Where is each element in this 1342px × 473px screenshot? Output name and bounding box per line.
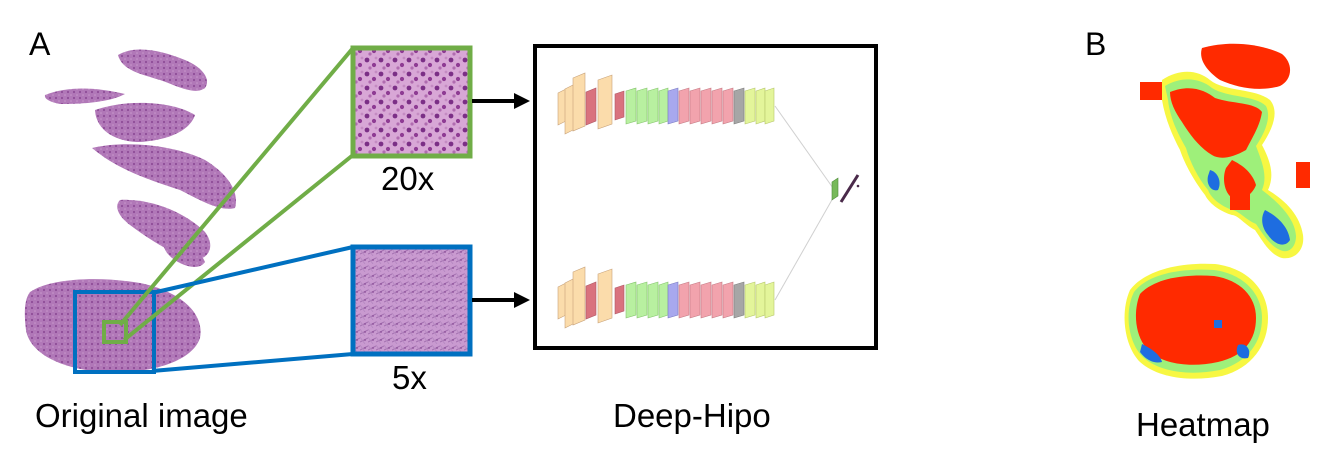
- slide-5x-region-box: [73, 290, 156, 374]
- network-branch-5x: [557, 266, 775, 329]
- zoom-5x-label: 5x: [392, 359, 427, 396]
- panel-a-letter: A: [29, 26, 51, 62]
- zoom-20x-line-bottom: [122, 153, 355, 342]
- output-node: [856, 184, 860, 188]
- panel-b-letter: B: [1085, 26, 1107, 62]
- merge-layer: [831, 177, 839, 201]
- deep-hipo-caption: Deep-Hipo: [613, 397, 771, 434]
- merge-line-bottom: [774, 197, 834, 301]
- zoom-20x-label: 20x: [381, 160, 435, 197]
- network-branch-20x: [557, 72, 775, 135]
- output-layer: [839, 174, 860, 203]
- heatmap-caption: Heatmap: [1136, 406, 1270, 443]
- slide-20x-region-box: [102, 320, 128, 344]
- patch-20x: [350, 45, 473, 159]
- merge-line-top: [774, 105, 834, 189]
- zoom-5x-line-top: [151, 245, 354, 295]
- zoom-5x-line-bottom: [151, 352, 354, 373]
- heatmap: [1124, 43, 1310, 379]
- arrow-5x: [472, 292, 530, 308]
- patch-5x: [350, 244, 473, 357]
- original-image-caption: Original image: [35, 397, 248, 434]
- slide-tissue: [24, 49, 236, 373]
- arrow-20x: [472, 93, 530, 109]
- zoom-20x-line-top: [118, 46, 355, 327]
